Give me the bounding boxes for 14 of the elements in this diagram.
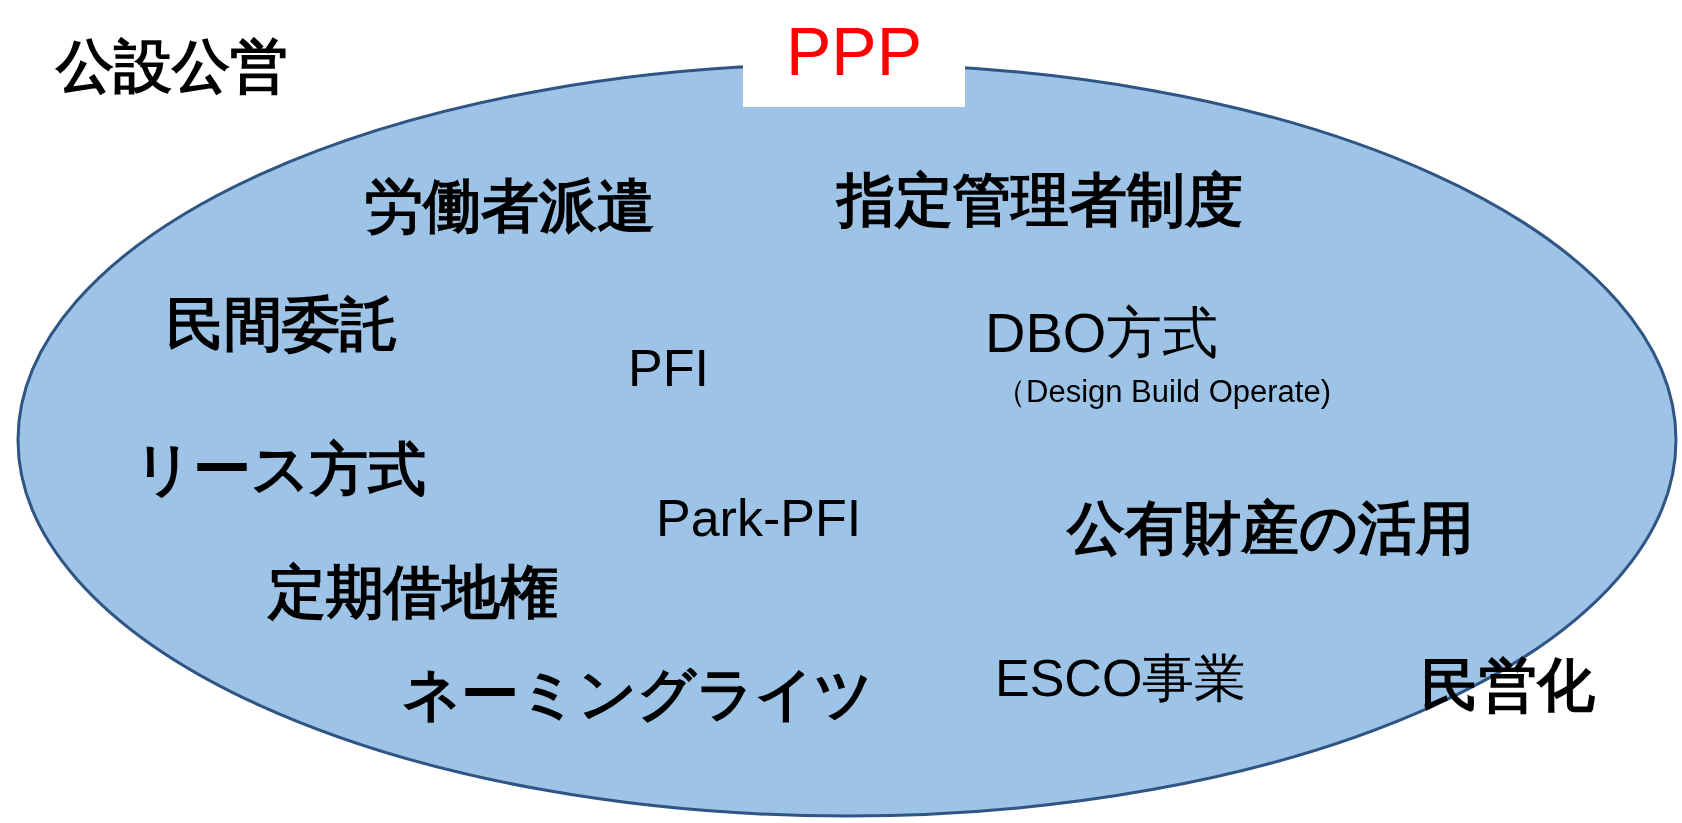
term-label: Park-PFI	[656, 490, 862, 548]
term-label: PFI	[628, 340, 709, 398]
term-label: 民間委託	[166, 292, 398, 356]
term-label: ネーミングライツ	[402, 662, 873, 726]
term-label: DBO方式	[985, 302, 1219, 364]
term-label: ESCO事業	[995, 650, 1247, 708]
term-label: 定期借地権	[268, 560, 558, 624]
term-label: 指定管理者制度	[837, 168, 1243, 232]
outside-label: 公設公営	[56, 34, 288, 98]
term-label: 公有財産の活用	[1067, 496, 1474, 560]
term-label: （Design Build Operate)	[995, 375, 1331, 410]
term-label: リース方式	[134, 437, 426, 501]
term-label: 民営化	[1421, 653, 1595, 717]
term-label: 労働者派遣	[365, 174, 655, 238]
